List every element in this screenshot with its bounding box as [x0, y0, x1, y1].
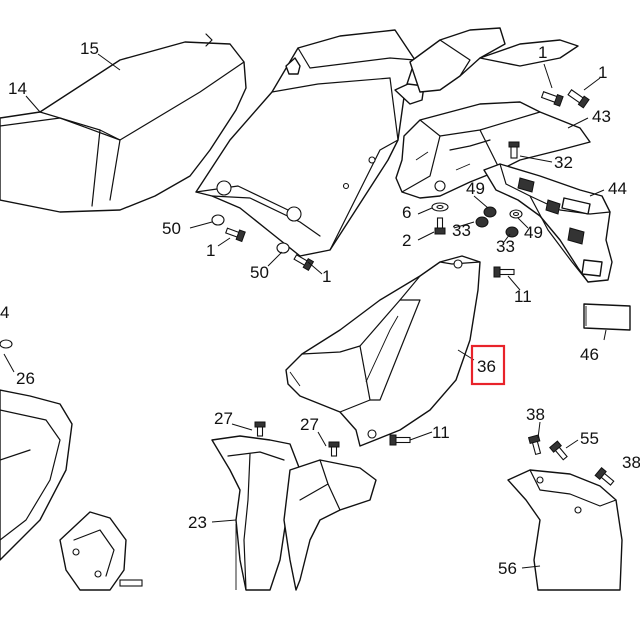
callout-38: 38 — [526, 405, 545, 424]
callout-36[interactable]: 36 — [477, 357, 496, 376]
callout-49: 49 — [524, 223, 543, 242]
callout-2: 2 — [402, 231, 411, 250]
front-panel-part — [283, 459, 377, 591]
callout-14: 14 — [8, 79, 27, 98]
rear-cover-part — [195, 29, 425, 257]
callout-4: 4 — [0, 303, 9, 322]
part-56-plate — [507, 469, 623, 591]
leader-lines — [3, 53, 607, 569]
callout-1: 1 — [538, 43, 547, 62]
callout-1: 1 — [322, 267, 331, 286]
callout-44: 44 — [608, 179, 627, 198]
subframe-part — [409, 27, 579, 93]
callout-11: 11 — [432, 423, 450, 442]
callout-46: 46 — [580, 345, 599, 364]
shroud-left-part — [0, 389, 73, 561]
callout-26: 26 — [16, 369, 35, 388]
highlight-box — [470, 344, 506, 386]
callout-38: 38 — [622, 453, 640, 472]
callout-6: 6 — [402, 203, 411, 222]
radiator-guard-part — [59, 511, 143, 591]
callout-33: 33 — [496, 237, 515, 256]
callout-27: 27 — [214, 409, 233, 428]
part-36-side-panel — [285, 255, 481, 447]
callout-1: 1 — [206, 241, 215, 260]
fasteners — [0, 89, 615, 486]
callout-32: 32 — [554, 153, 573, 172]
part-46-reflector — [583, 303, 631, 331]
callout-50: 50 — [250, 263, 269, 282]
callout-1: 1 — [598, 63, 607, 82]
callout-55: 55 — [580, 429, 599, 448]
part-23-shroud — [211, 435, 301, 591]
callout-33: 33 — [452, 221, 471, 240]
callout-43: 43 — [592, 107, 611, 126]
callout-15: 15 — [80, 39, 99, 58]
callout-49: 49 — [466, 179, 485, 198]
callout-11: 11 — [514, 287, 532, 306]
part-43-fender-bracket — [395, 101, 591, 199]
callout-27: 27 — [300, 415, 319, 434]
seat-part — [0, 33, 247, 213]
callout-50: 50 — [162, 219, 181, 238]
callout-23: 23 — [188, 513, 207, 532]
callout-labels: 15 14 1 1 43 32 44 49 6 2 33 49 33 50 1 … — [0, 39, 640, 578]
callout-56: 56 — [498, 559, 517, 578]
part-44-plate-bracket — [483, 163, 613, 283]
